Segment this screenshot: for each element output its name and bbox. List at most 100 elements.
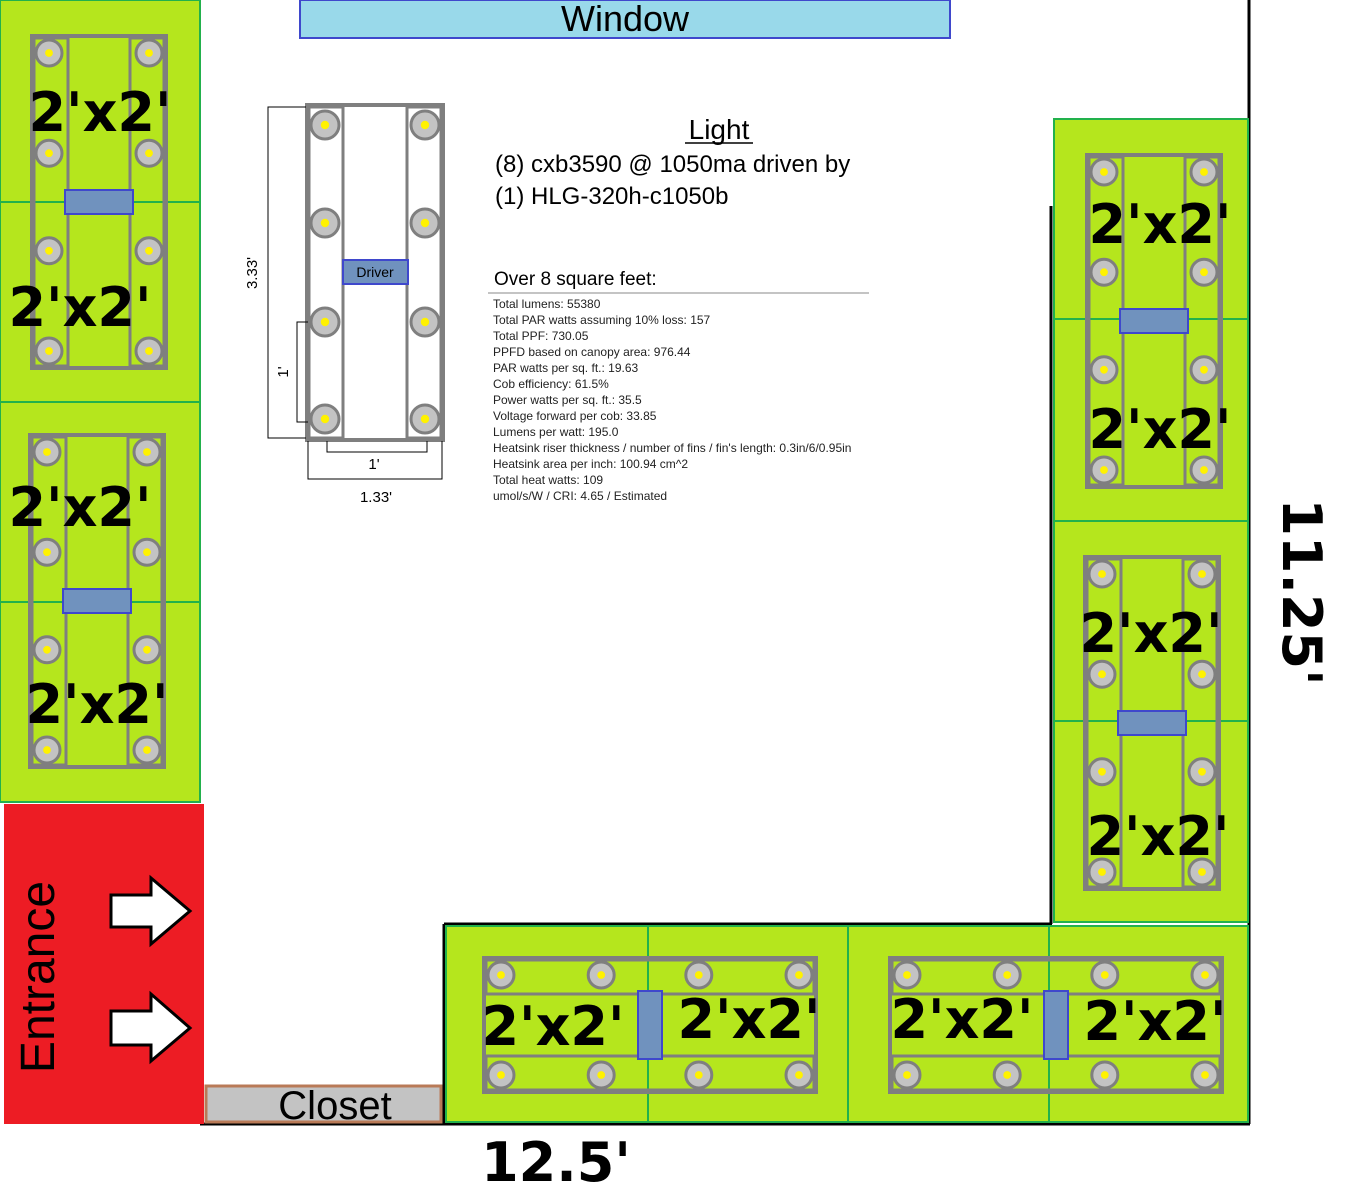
dimension-cob-spacing-vertical: 1'	[275, 366, 292, 377]
spec-line: Total heat watts: 109	[493, 473, 603, 487]
driver-icon: Driver	[342, 259, 409, 285]
driver-icon	[1043, 990, 1069, 1060]
entrance-arrow-icon	[109, 874, 193, 948]
cob-led-icon	[586, 960, 616, 990]
spec-line: Heatsink riser thickness / number of fin…	[493, 441, 851, 455]
spec-line: PAR watts per sq. ft.: 19.63	[493, 361, 639, 375]
cob-led-icon	[34, 138, 64, 168]
light-spec: Light (8) cxb3590 @ 1050ma driven by (1)…	[488, 114, 869, 503]
spec-line: Total PPF: 730.05	[493, 329, 589, 343]
cob-led-icon	[132, 735, 162, 765]
cob-led-icon	[992, 1060, 1022, 1090]
cob-led-icon	[1090, 960, 1120, 990]
cob-led-icon	[892, 1060, 922, 1090]
tray-size-label: 2'x2'	[1088, 398, 1231, 461]
cob-led-icon	[132, 635, 162, 665]
cob-led-icon	[586, 1060, 616, 1090]
spec-line: Total PAR watts assuming 10% loss: 157	[493, 313, 711, 327]
cob-led-icon	[486, 960, 516, 990]
light-fixtures	[28, 34, 1224, 1094]
spec-line: PPFD based on canopy area: 976.44	[493, 345, 691, 359]
light-fixture	[30, 34, 168, 370]
entrance-arrow-icon	[109, 990, 193, 1065]
cob-led-icon	[34, 38, 64, 68]
cob-led-icon	[1089, 355, 1119, 385]
cob-led-icon	[1189, 257, 1219, 287]
tray-size-label: 2'x2'	[8, 476, 151, 539]
cob-led-icon	[1087, 757, 1117, 787]
cob-led-icon	[784, 960, 814, 990]
cob-led-icon	[134, 236, 164, 266]
window-label: Window	[561, 0, 690, 39]
driver-icon	[1119, 308, 1189, 334]
cob-led-icon	[892, 960, 922, 990]
cob-led-icon	[1189, 355, 1219, 385]
cob-led-icon	[684, 1060, 714, 1090]
cob-led-icon	[1187, 659, 1217, 689]
cob-led-icon	[409, 109, 441, 141]
light-line-1: (8) cxb3590 @ 1050ma driven by	[495, 151, 850, 178]
cob-led-icon	[1089, 455, 1119, 485]
dimension-width: 1.33'	[360, 489, 392, 506]
cob-led-icon	[409, 207, 441, 239]
dimension-length: 3.33'	[244, 257, 261, 289]
cob-led-icon	[32, 537, 62, 567]
cob-led-icon	[1190, 1060, 1220, 1090]
cob-led-icon	[309, 109, 341, 141]
spec-line: Voltage forward per cob: 33.85	[493, 409, 657, 423]
cob-led-icon	[1089, 157, 1119, 187]
spec-line: Power watts per sq. ft.: 35.5	[493, 393, 642, 407]
cob-led-icon	[32, 437, 62, 467]
driver-icon	[637, 990, 663, 1060]
cob-led-icon	[32, 735, 62, 765]
cob-led-icon	[34, 236, 64, 266]
tray-size-label: 2'x2'	[8, 276, 151, 339]
closet-label: Closet	[278, 1084, 391, 1128]
tray-size-label: 2'x2'	[677, 988, 820, 1051]
entrance-label: Entrance	[12, 881, 65, 1073]
dimension-cob-spacing-horizontal: 1'	[368, 456, 379, 473]
window: Window	[299, 0, 951, 39]
room-depth-label: 11.25'	[1270, 498, 1333, 685]
spec-line: Lumens per watt: 195.0	[493, 425, 619, 439]
entrance: Entrance	[4, 804, 204, 1124]
cob-led-icon	[1089, 257, 1119, 287]
spec-line: Cob efficiency: 61.5%	[493, 377, 609, 391]
fixture-detail: Driver	[305, 103, 445, 442]
driver-label: Driver	[356, 264, 394, 280]
specs-heading: Over 8 square feet:	[494, 269, 657, 290]
cob-led-icon	[134, 138, 164, 168]
cob-led-icon	[1187, 757, 1217, 787]
spec-line: umol/s/W / CRI: 4.65 / Estimated	[493, 489, 667, 503]
cob-led-icon	[1187, 857, 1217, 887]
cob-led-icon	[992, 960, 1022, 990]
dimension-lines	[267, 106, 443, 480]
tray-size-label: 2'x2'	[1079, 602, 1222, 665]
light-detail-drawing: Driver 3.33' 1' 1' 1.33'	[244, 103, 445, 506]
spec-line: Total lumens: 55380	[493, 297, 601, 311]
driver-icon	[1117, 710, 1187, 736]
light-line-2: (1) HLG-320h-c1050b	[495, 183, 728, 210]
cob-led-icon	[309, 207, 341, 239]
light-fixture	[1083, 555, 1221, 891]
cob-led-icon	[132, 537, 162, 567]
cob-led-icon	[1187, 559, 1217, 589]
cob-led-icon	[1087, 559, 1117, 589]
cob-led-icon	[309, 403, 341, 435]
cob-led-icon	[134, 336, 164, 366]
driver-icon	[64, 189, 134, 215]
tray-size-label: 2'x2'	[481, 995, 624, 1058]
cob-led-icon	[309, 306, 341, 338]
light-fixture	[482, 956, 818, 1094]
cob-led-icon	[34, 336, 64, 366]
light-fixture	[28, 433, 166, 769]
tray-size-label: 2'x2'	[28, 81, 171, 144]
cob-led-icon	[1189, 157, 1219, 187]
cob-led-icon	[32, 635, 62, 665]
cob-led-icon	[409, 306, 441, 338]
tray-size-label: 2'x2'	[890, 988, 1033, 1051]
cob-led-icon	[486, 1060, 516, 1090]
cob-led-icon	[1090, 1060, 1120, 1090]
